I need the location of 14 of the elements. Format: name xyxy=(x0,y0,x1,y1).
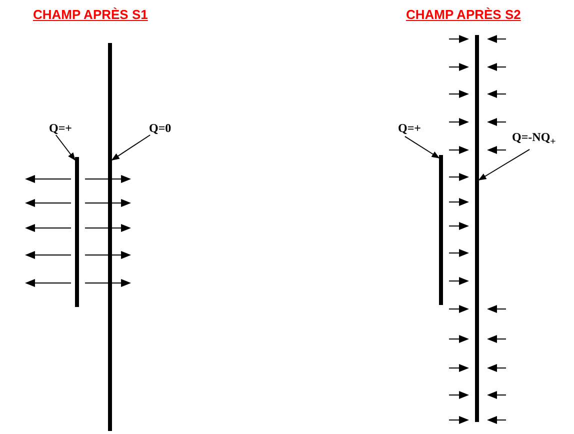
leader-arrow xyxy=(111,134,151,160)
leader-arrow xyxy=(478,148,530,180)
plate-bar xyxy=(439,155,443,305)
leader-arrow xyxy=(55,134,76,161)
panel-heading: CHAMP APRÈS S1 xyxy=(33,7,148,22)
panel-heading: CHAMP APRÈS S2 xyxy=(406,7,521,22)
plate-bar xyxy=(108,43,112,431)
charge-label: Q=-NQ$_{+}$ xyxy=(512,130,556,150)
plate-bar xyxy=(475,35,479,422)
charge-label: Q=+ xyxy=(49,121,72,135)
plate-bar xyxy=(75,157,79,307)
leader-arrow xyxy=(404,136,440,158)
charge-label: Q=+ xyxy=(398,121,422,135)
charge-label: Q=0 xyxy=(149,121,172,135)
